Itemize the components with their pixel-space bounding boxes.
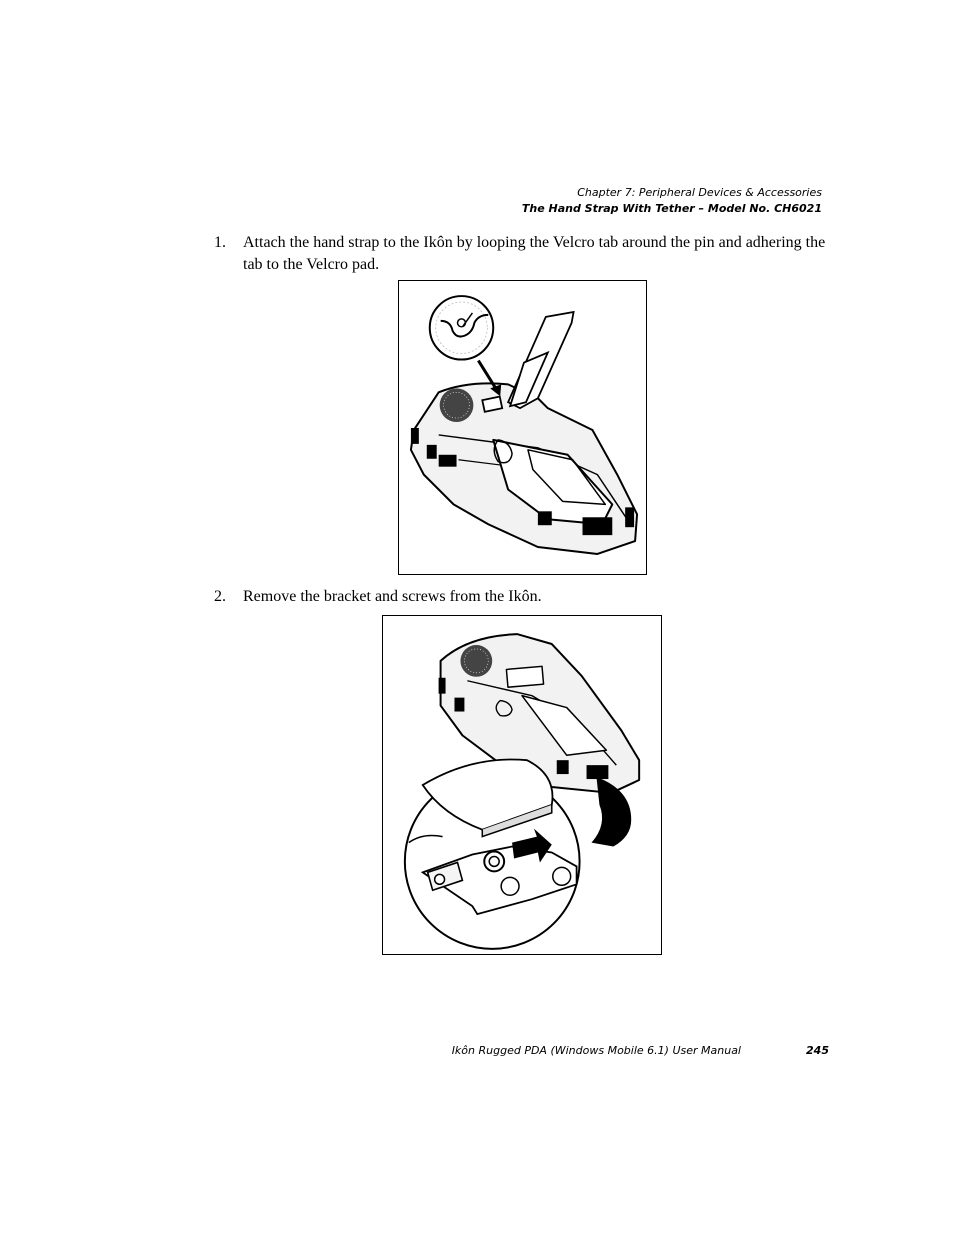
- instruction-step-1: 1. Attach the hand strap to the Ikôn by …: [214, 232, 829, 276]
- running-header-section: The Hand Strap With Tether – Model No. C…: [521, 202, 822, 215]
- manual-title: Ikôn Rugged PDA (Windows Mobile 6.1) Use…: [451, 1044, 741, 1057]
- running-header-chapter: Chapter 7: Peripheral Devices & Accessor…: [577, 186, 822, 199]
- bracket-removal-illustration: [403, 633, 641, 950]
- figure-attach-hand-strap: [398, 280, 647, 575]
- step-number: 1.: [214, 234, 226, 251]
- step-text: Remove the bracket and screws from the I…: [243, 588, 542, 605]
- step-number: 2.: [214, 588, 226, 605]
- figure-remove-bracket: [382, 615, 662, 955]
- page-number: 245: [806, 1044, 829, 1057]
- step-text: Attach the hand strap to the Ikôn by loo…: [243, 234, 826, 273]
- device-back-strap-illustration: [409, 295, 639, 555]
- instruction-step-2: 2. Remove the bracket and screws from th…: [214, 586, 829, 608]
